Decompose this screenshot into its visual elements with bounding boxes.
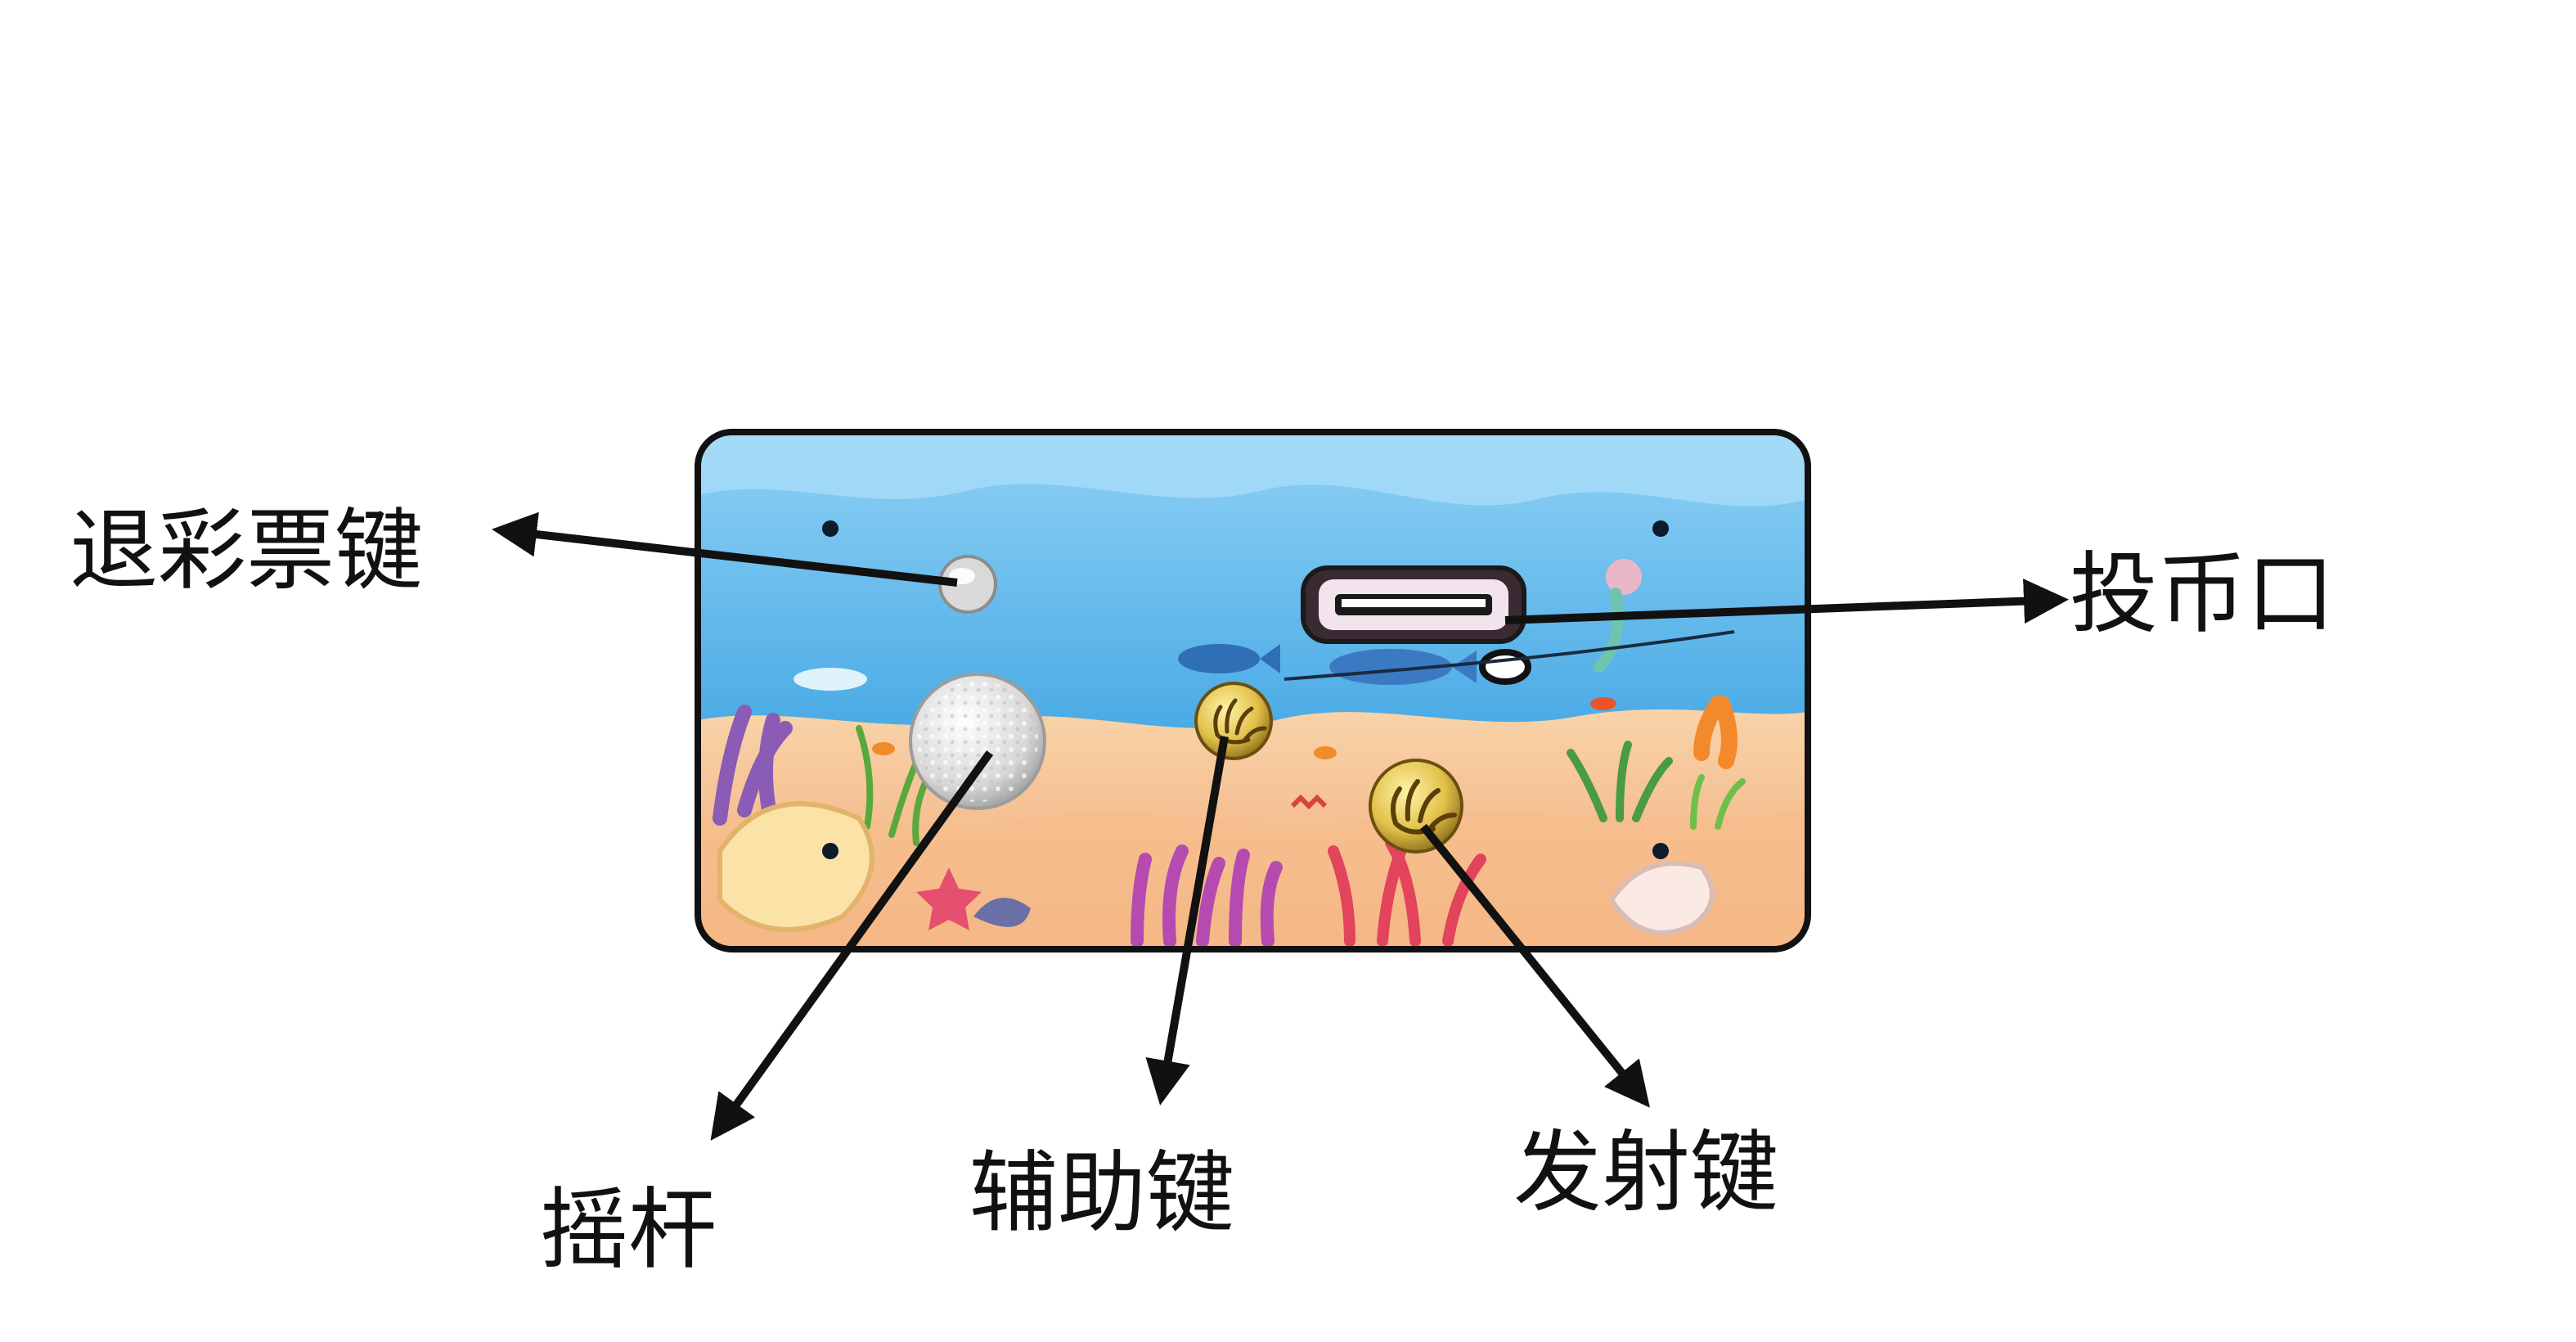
starfish-decoration — [916, 867, 982, 930]
fire-button-arrow — [1420, 823, 1650, 1108]
auxiliary-button-arrow — [1145, 736, 1229, 1106]
coin-slot-label: 投币口 — [2070, 543, 2335, 646]
joystick-arrow — [710, 750, 994, 1141]
fire-button-label: 发射键 — [1513, 1122, 1778, 1224]
fire-button-icon[interactable] — [1369, 759, 1463, 853]
coin-slot-icon[interactable] — [1301, 565, 1526, 644]
screw-hole — [1652, 520, 1669, 537]
hand-icon — [1213, 698, 1267, 745]
screw-hole — [822, 843, 838, 859]
coin-return-icon[interactable] — [1479, 649, 1531, 685]
ticket-return-arrow — [492, 511, 958, 587]
hand-icon — [1390, 779, 1457, 835]
slot-cable — [1284, 630, 1735, 681]
joystick-label: 摇杆 — [540, 1179, 717, 1281]
screw-hole — [822, 520, 838, 537]
joystick-icon[interactable] — [909, 673, 1046, 810]
ticket-return-label: 退彩票键 — [70, 500, 423, 602]
coral-decoration — [713, 696, 1746, 948]
coin-slot-arrow — [1504, 579, 2069, 624]
auxiliary-button-icon[interactable] — [1194, 682, 1273, 760]
auxiliary-button-label: 辅助键 — [969, 1142, 1234, 1245]
shell-decoration — [717, 801, 1715, 935]
sea-creatures — [793, 559, 1642, 810]
screw-hole — [1652, 843, 1669, 859]
